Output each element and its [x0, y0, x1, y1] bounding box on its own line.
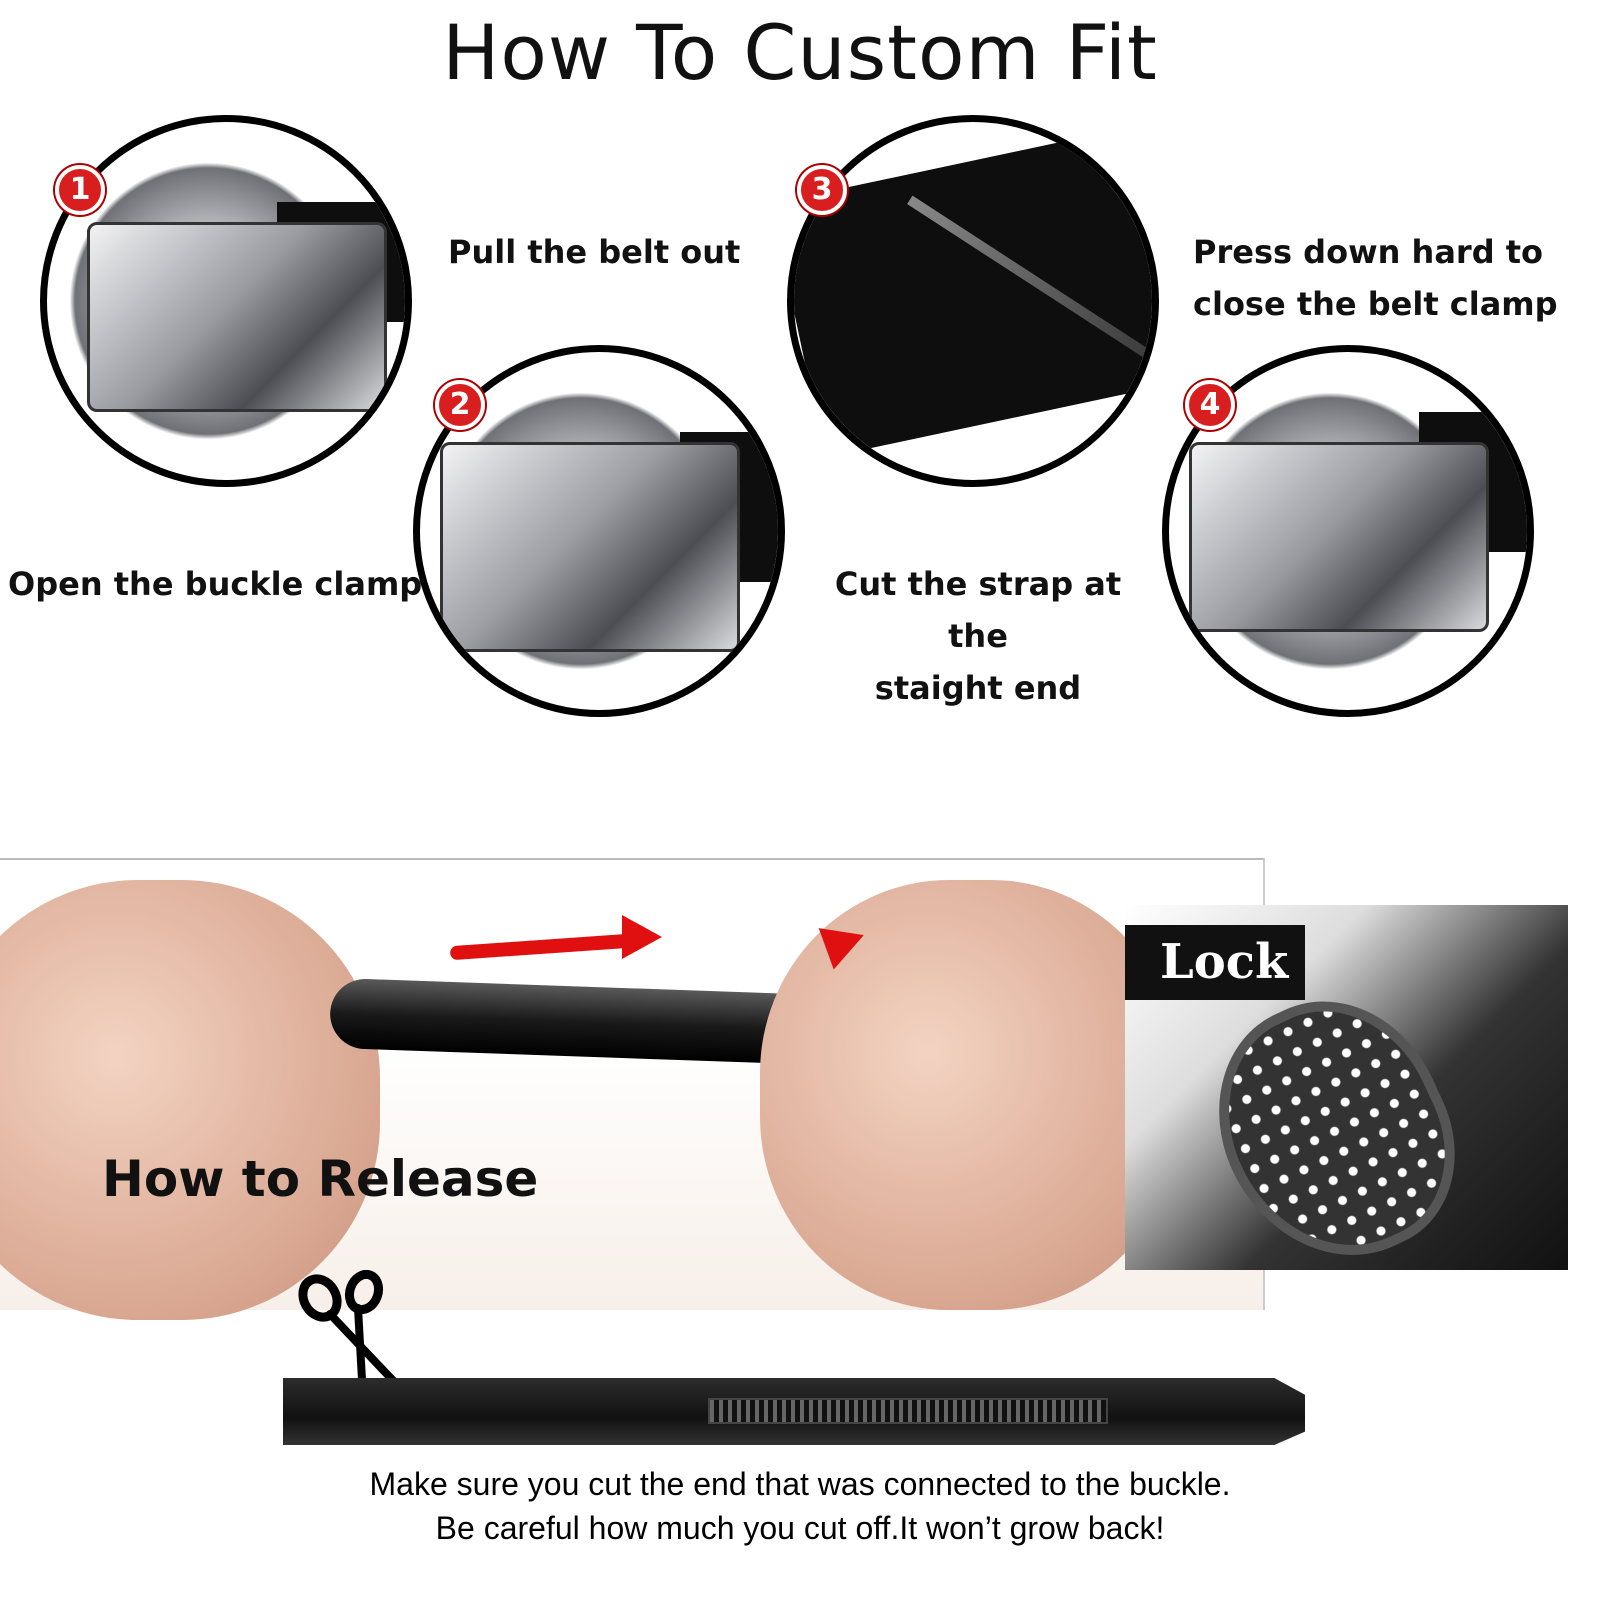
- pull-arrow-icon: [622, 915, 662, 959]
- lock-inset: Lock: [1125, 905, 1568, 1270]
- step-3-caption: Cut the strap at the staight end: [808, 558, 1148, 714]
- step-1-caption: Pull the belt out: [448, 233, 741, 271]
- step-4-image: [1162, 345, 1534, 717]
- step-3-image: [787, 115, 1159, 487]
- step-3-caption-line2: staight end: [874, 669, 1082, 707]
- step-4-caption: Press down hard to close the belt clamp: [1193, 226, 1558, 330]
- step-1-badge: 1: [55, 165, 105, 215]
- step-4-badge: 4: [1185, 380, 1235, 430]
- pull-arrow-shaft: [449, 933, 631, 961]
- step-3-badge: 3: [797, 165, 847, 215]
- step-4-caption-line2: close the belt clamp: [1193, 285, 1558, 323]
- belt-strip-image: [283, 1378, 1305, 1445]
- release-photo: How to Release: [0, 858, 1265, 1320]
- ratchet-track: [708, 1398, 1108, 1424]
- right-hand: [760, 880, 1180, 1310]
- lock-button-image: [1180, 965, 1490, 1270]
- note-line-2: Be careful how much you cut off.It won’t…: [435, 1510, 1165, 1546]
- scissors-icon: [298, 1270, 406, 1394]
- left-hand: [0, 880, 380, 1320]
- step-2-caption: Open the buckle clamp: [8, 565, 423, 603]
- step-2-badge: 2: [435, 380, 485, 430]
- step-1-image: [40, 115, 412, 487]
- step-3-caption-line1: Cut the strap at the: [834, 565, 1122, 655]
- step-4-caption-line1: Press down hard to: [1193, 233, 1544, 271]
- note-line-1: Make sure you cut the end that was conne…: [369, 1466, 1231, 1502]
- page-title: How To Custom Fit: [442, 8, 1158, 97]
- lock-label: Lock: [1125, 925, 1305, 1000]
- step-2-image: [413, 345, 785, 717]
- release-label: How to Release: [102, 1150, 539, 1208]
